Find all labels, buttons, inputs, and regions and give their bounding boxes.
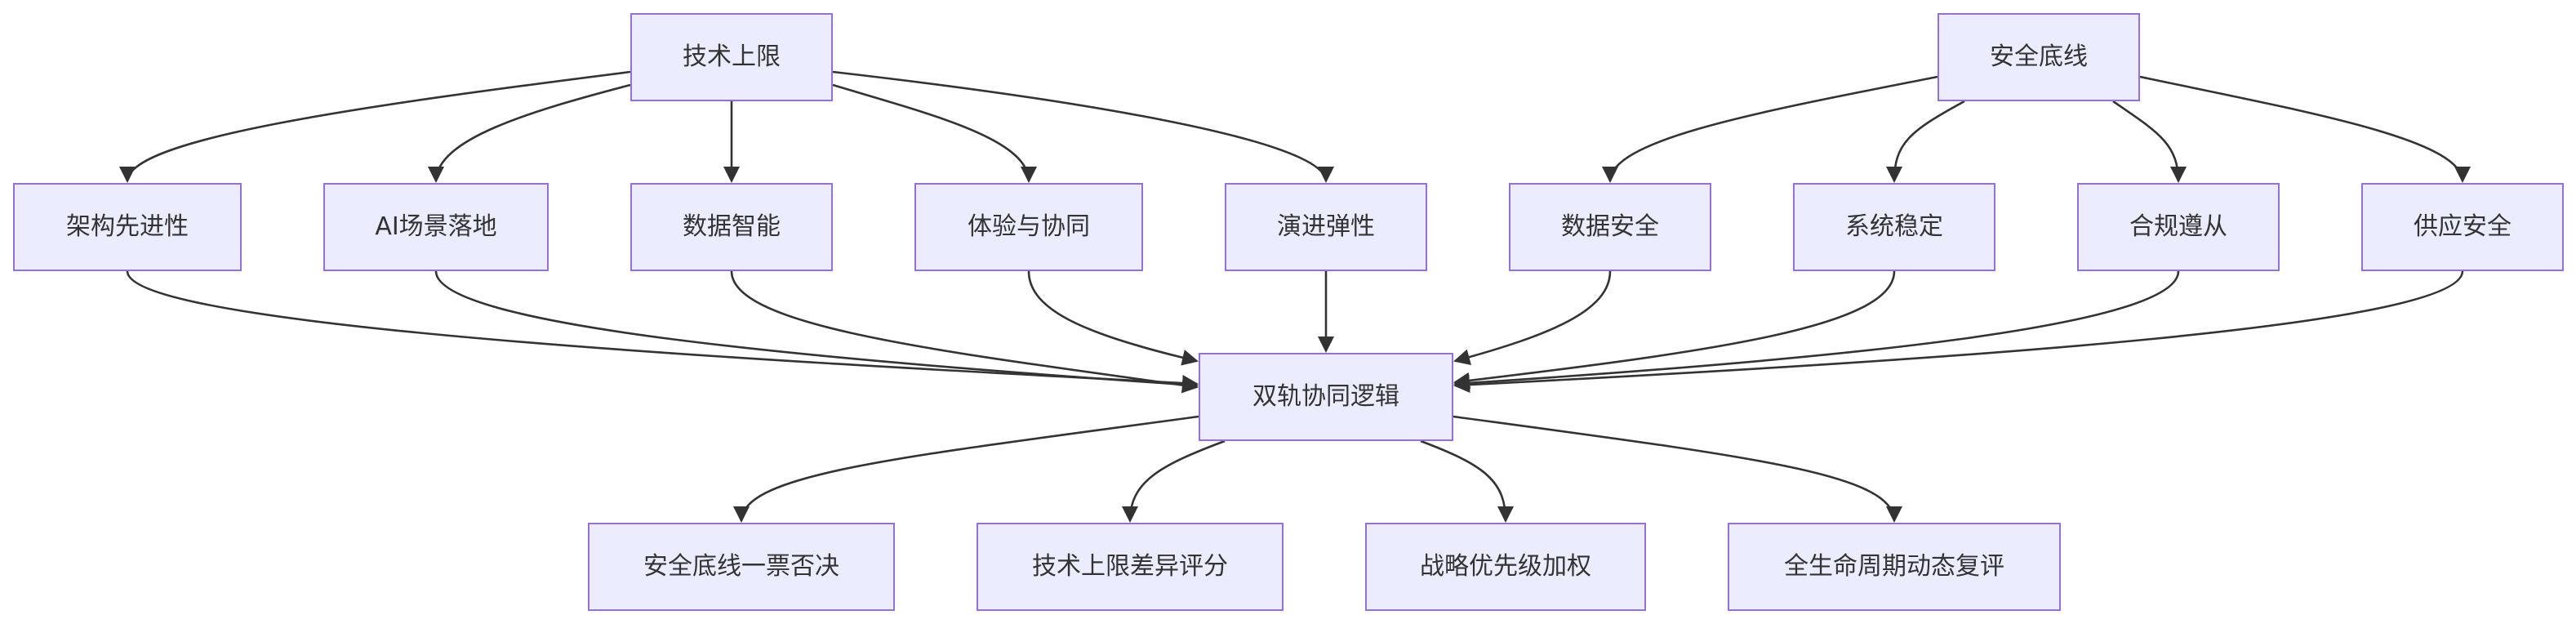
edge-tech-to-architecture bbox=[119, 70, 631, 183]
node-dual-track-logic: 双轨协同逻辑 bbox=[1199, 353, 1453, 441]
node-label: 技术上限 bbox=[683, 42, 781, 71]
edge-architecture-to-dual bbox=[126, 270, 1199, 392]
edge-safe-to-data-security bbox=[1602, 75, 1938, 183]
node-supply-security: 供应安全 bbox=[2361, 183, 2564, 271]
edge-dual-to-scoring bbox=[1122, 439, 1226, 523]
edge-data-intelligence-to-dual bbox=[730, 270, 1199, 394]
edge-safe-to-compliance bbox=[2112, 100, 2187, 183]
edge-safe-to-system-stability bbox=[1886, 100, 1965, 183]
node-safety-baseline: 安全底线 bbox=[1938, 13, 2140, 101]
node-lifecycle-review: 全生命周期动态复评 bbox=[1728, 523, 2061, 611]
edge-tech-to-ai bbox=[428, 83, 631, 183]
node-safety-veto: 安全底线一票否决 bbox=[588, 523, 895, 611]
node-ai-scenarios: AI场景落地 bbox=[323, 183, 549, 271]
node-label: 全生命周期动态复评 bbox=[1784, 552, 2004, 581]
edge-data-security-to-dual bbox=[1453, 270, 1612, 365]
edge-dual-to-review bbox=[1453, 415, 1902, 523]
node-label: 合规遵从 bbox=[2129, 212, 2227, 241]
node-label: 供应安全 bbox=[2414, 212, 2511, 241]
node-label: 数据安全 bbox=[1561, 212, 1659, 241]
node-label: 安全底线一票否决 bbox=[643, 552, 839, 581]
edge-system-stability-to-dual bbox=[1453, 270, 1896, 389]
edge-supply-security-to-dual bbox=[1453, 270, 2464, 394]
node-label: 战略优先级加权 bbox=[1420, 552, 1591, 581]
node-label: 双轨协同逻辑 bbox=[1252, 382, 1399, 411]
node-tech-diff-scoring: 技术上限差异评分 bbox=[977, 523, 1284, 611]
edge-safe-to-supply-security bbox=[2139, 75, 2471, 183]
edge-dual-to-veto bbox=[733, 415, 1199, 523]
node-evolution-resilience: 演进弹性 bbox=[1225, 183, 1427, 271]
node-label: 演进弹性 bbox=[1277, 212, 1375, 241]
node-label: 架构先进性 bbox=[66, 212, 189, 241]
node-label: 系统稳定 bbox=[1845, 212, 1943, 241]
node-data-security: 数据安全 bbox=[1509, 183, 1711, 271]
edge-dual-to-priority bbox=[1420, 439, 1514, 523]
node-label: 数据智能 bbox=[683, 212, 781, 241]
edge-tech-to-evolution bbox=[832, 70, 1334, 183]
node-architecture: 架构先进性 bbox=[13, 183, 242, 271]
node-system-stability: 系统稳定 bbox=[1793, 183, 1995, 271]
node-experience-collab: 体验与协同 bbox=[914, 183, 1143, 271]
node-label: 体验与协同 bbox=[968, 212, 1090, 241]
node-label: 安全底线 bbox=[1990, 42, 2088, 71]
node-label: AI场景落地 bbox=[375, 212, 497, 241]
node-tech-ceiling: 技术上限 bbox=[630, 13, 833, 101]
node-data-intelligence: 数据智能 bbox=[630, 183, 833, 271]
edge-experience-to-dual bbox=[1027, 270, 1199, 366]
edge-tech-to-experience bbox=[832, 83, 1037, 183]
node-strategic-priority: 战略优先级加权 bbox=[1365, 523, 1646, 611]
node-label: 技术上限差异评分 bbox=[1032, 552, 1228, 581]
node-compliance: 合规遵从 bbox=[2077, 183, 2280, 271]
edge-ai-to-dual bbox=[434, 270, 1199, 393]
edge-compliance-to-dual bbox=[1453, 270, 2180, 391]
